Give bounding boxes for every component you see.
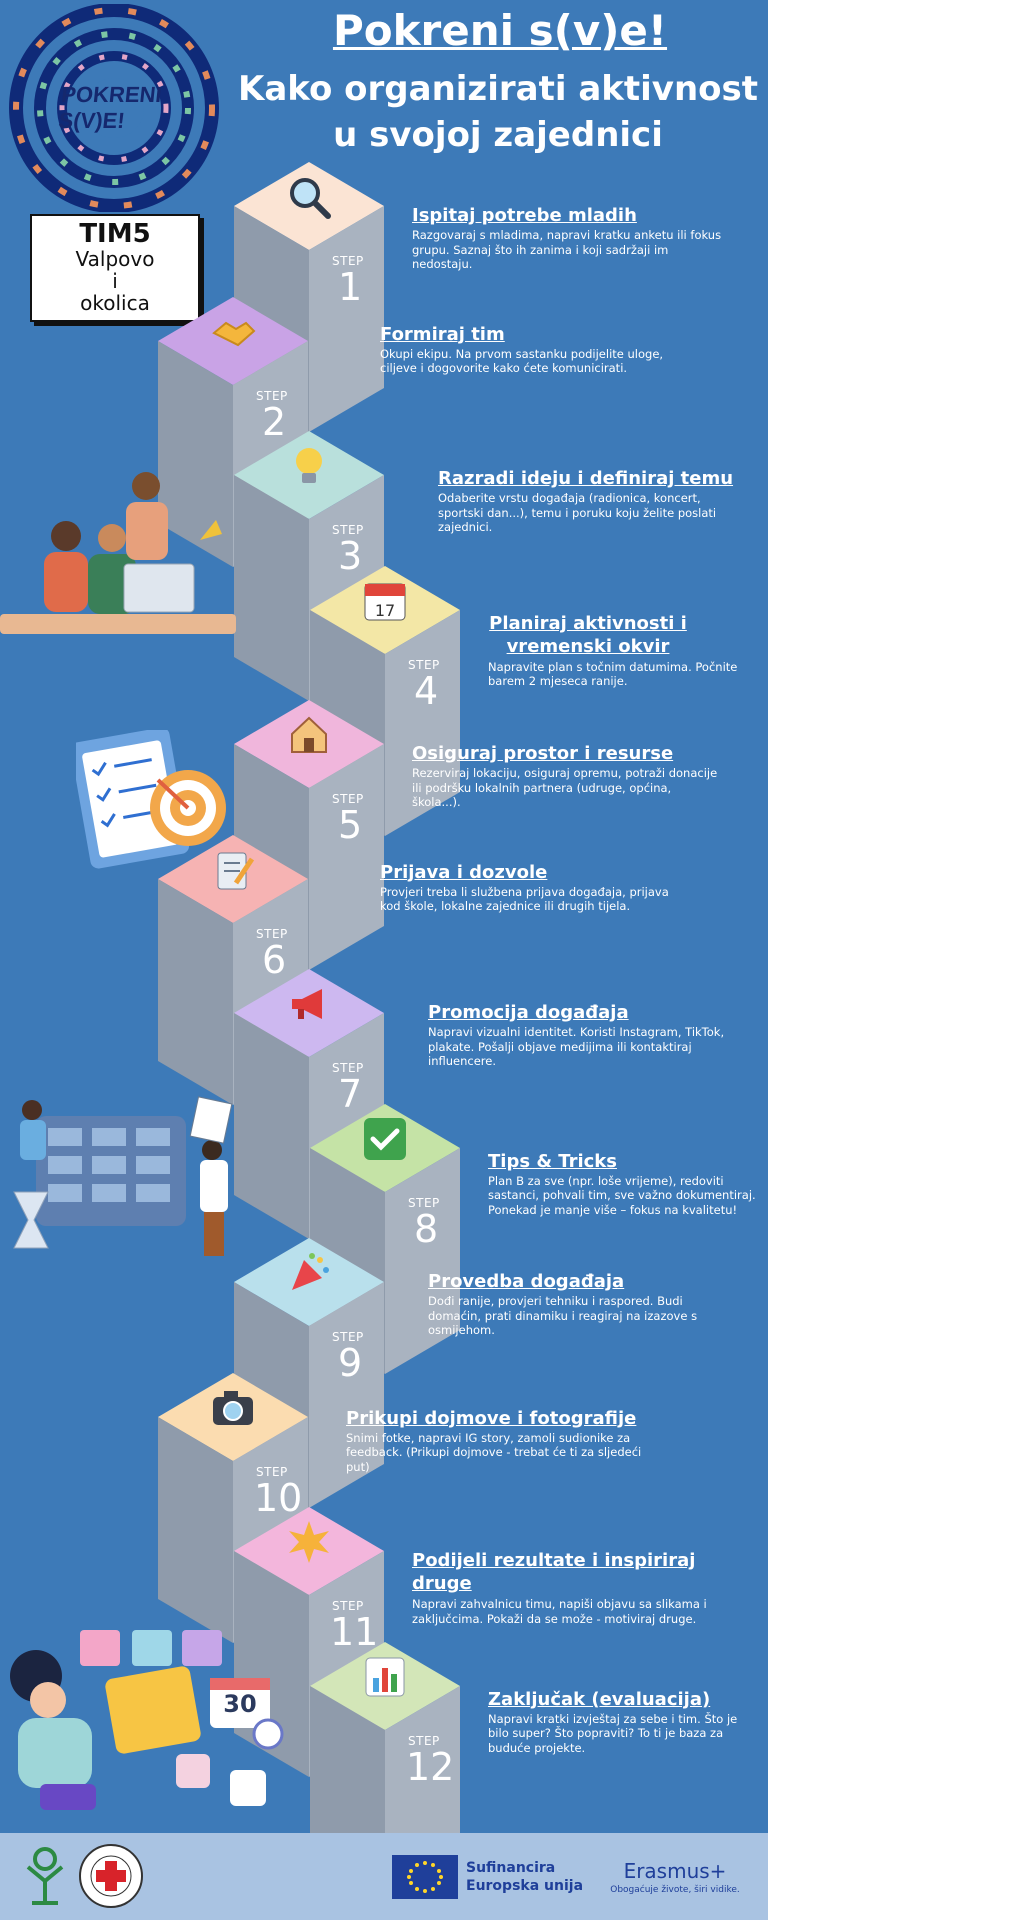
step-number: 7	[338, 1072, 363, 1116]
step-heading: Zaključak (evaluacija)	[488, 1688, 711, 1710]
step-description: Napravi zahvalnicu timu, napiši objavu s…	[412, 1597, 707, 1626]
eu-flag-icon	[392, 1855, 458, 1899]
team-badge: TIM5 Valpovo i okolica	[30, 214, 200, 322]
erasmus-logo: Erasmus+ Obogaćuje živote, širi vidike.	[600, 1859, 750, 1895]
step-label: STEP	[332, 1599, 364, 1613]
step-label: STEP	[332, 1330, 364, 1344]
step-heading: Osiguraj prostor i resurse	[412, 743, 674, 764]
step-label: STEP	[332, 523, 364, 537]
step-number: 10	[254, 1475, 303, 1520]
camera-icon	[210, 1385, 256, 1431]
erasmus-tagline: Obogaćuje živote, širi vidike.	[610, 1885, 740, 1895]
magnifier-icon	[286, 174, 332, 220]
step-description: Dođi ranije, provjeri tehniku i raspored…	[428, 1294, 698, 1337]
youth-emblem-icon	[26, 1847, 64, 1905]
step-number: 6	[262, 937, 287, 982]
party-popper-icon	[286, 1250, 332, 1296]
clipboard-pen-icon	[210, 847, 256, 893]
logo-text: POKRENI S(V)E!	[57, 82, 163, 133]
step-description: Provjeri treba li službena prijava događ…	[380, 884, 669, 914]
planning-board-illustration	[13, 1096, 233, 1256]
poster: POKRENI S(V)E! Pokreni s(v)e! Kako organ…	[0, 0, 768, 1920]
eu-line-1: Sufinancira	[466, 1860, 556, 1876]
step-label: STEP	[332, 792, 364, 806]
step-heading: Provedba događaja	[428, 1271, 625, 1292]
megaphone-icon	[286, 981, 332, 1027]
step-description: Napravite plan s točnim datumima. Počnit…	[488, 659, 738, 689]
cube-shape	[310, 1103, 460, 1374]
eu-line-2: Europska unija	[466, 1878, 584, 1894]
step-number: 8	[414, 1206, 439, 1251]
step-number: 12	[406, 1744, 455, 1789]
pokreni-sve-logo	[9, 4, 219, 212]
team-name: TIM5	[79, 219, 151, 249]
step-label: STEP	[256, 926, 288, 941]
step-number: 1	[338, 265, 363, 309]
house-icon	[286, 712, 332, 758]
calendar-day-number: 30	[223, 1690, 257, 1718]
step-description: Okupi ekipu. Na prvom sastanku podijelit…	[380, 346, 664, 376]
step-heading: Razradi ideju i definiraj temu	[438, 468, 734, 489]
step-heading: Tips & Tricks	[488, 1150, 617, 1172]
page-subtitle: Kako organizirati aktivnost u svojoj zaj…	[237, 69, 759, 155]
lightbulb-icon	[286, 443, 332, 489]
step-number: 9	[338, 1341, 363, 1385]
star-burst-icon	[286, 1519, 332, 1565]
step-description: Plan B za sve (npr. loše vrijeme), redov…	[488, 1173, 756, 1217]
eu-funding-label: Sufinancira Europska unija	[466, 1859, 583, 1895]
team-at-laptop-illustration	[0, 472, 236, 634]
step-description: Rezerviraj lokaciju, osiguraj opremu, po…	[412, 766, 718, 809]
bar-chart-icon	[362, 1654, 408, 1700]
red-cross-seal-icon	[79, 1844, 143, 1908]
step-heading: Prikupi dojmove i fotografije	[346, 1407, 637, 1429]
step-description: Razgovaraj s mladima, napravi kratku ank…	[412, 228, 722, 271]
step-label: STEP	[256, 1464, 288, 1479]
page-title: Pokreni s(v)e!	[332, 6, 668, 55]
step-label: STEP	[408, 1733, 440, 1748]
step-label: STEP	[408, 657, 440, 672]
checkmark-icon	[362, 1116, 408, 1162]
step-description: Odaberite vrstu događaja (radionica, kon…	[438, 491, 717, 534]
step-description: Snimi fotke, napravi IG story, zamoli su…	[346, 1430, 642, 1474]
step-label: STEP	[332, 1061, 364, 1075]
step-heading: Ispitaj potrebe mladih	[412, 205, 637, 226]
step-number: 4	[414, 668, 439, 713]
organizer-with-folders-illustration	[10, 1630, 284, 1810]
svg-text:17: 17	[375, 601, 395, 620]
step-number: 11	[330, 1610, 379, 1654]
step-description: Napravi vizualni identitet. Koristi Inst…	[428, 1025, 725, 1068]
step-number: 5	[338, 803, 363, 847]
step-cube-8	[310, 1103, 460, 1374]
step-label: STEP	[408, 1195, 440, 1210]
step-heading: Promocija događaja	[428, 1002, 629, 1023]
step-heading: Podijeli rezultate i inspiriraj druge	[412, 1550, 696, 1594]
step-number: 3	[338, 534, 363, 578]
step-description: Napravi kratki izvještaj za sebe i tim. …	[488, 1711, 738, 1755]
checklist-target-illustration: />	[76, 730, 226, 869]
erasmus-name: Erasmus+	[623, 1859, 727, 1883]
step-label: STEP	[332, 254, 364, 268]
step-label: STEP	[256, 388, 288, 403]
team-area: okolica	[80, 291, 150, 315]
team-place: Valpovo	[75, 247, 155, 271]
step-number: 2	[262, 399, 287, 444]
footer: Sufinancira Europska unija Erasmus+ Obog…	[0, 1833, 768, 1920]
calendar-icon: 17	[362, 578, 408, 624]
step-heading: Formiraj tim	[380, 323, 505, 345]
step-heading: Prijava i dozvole	[380, 861, 548, 883]
handshake-icon	[210, 309, 256, 355]
team-conjunction: i	[112, 269, 118, 293]
step-heading: Planiraj aktivnosti i vremenski okvir	[489, 612, 687, 657]
